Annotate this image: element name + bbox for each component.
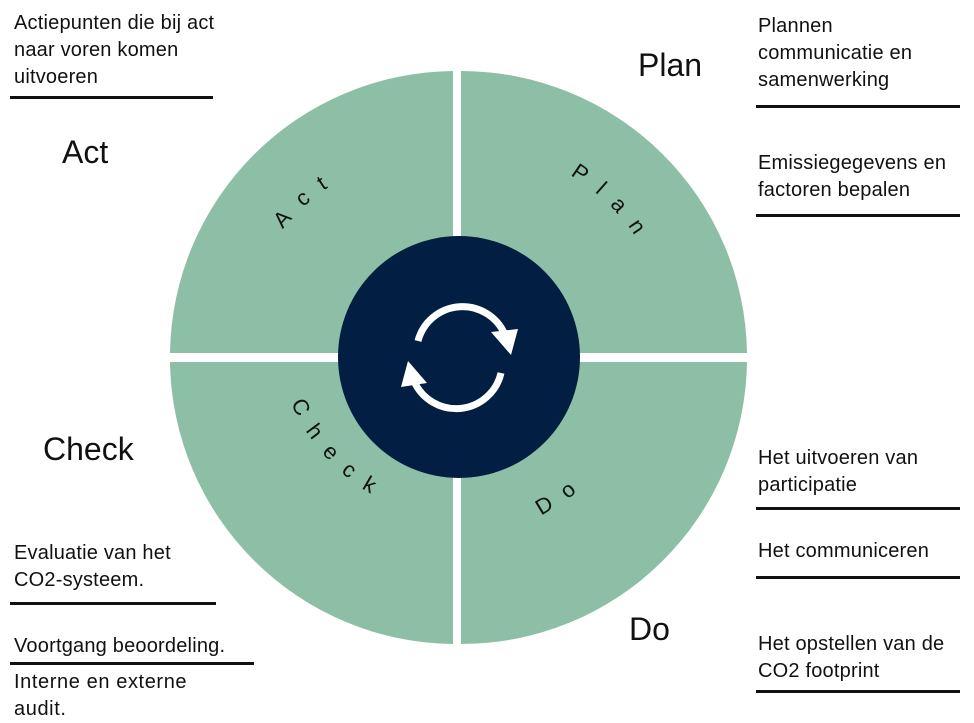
check-note-2-rule <box>10 662 254 665</box>
do-note-1: Het uitvoeren van participatie <box>758 447 919 496</box>
plan-note-1-rule <box>756 105 960 108</box>
plan-note-1: Plannen communicatie en samenwerking <box>758 15 913 91</box>
act-note-1: Actiepunten die bij act naar voren komen… <box>14 12 215 88</box>
do-note-3: Het opstellen van de CO2 footprint <box>758 633 945 682</box>
plan-note-2-rule <box>756 214 960 217</box>
plan-note-2: Emissiegegevens en factoren bepalen <box>758 152 947 201</box>
do-heading: Do <box>629 611 670 647</box>
do-note-2: Het communiceren <box>758 540 930 562</box>
do-note-1-rule <box>756 507 960 510</box>
check-heading: Check <box>43 431 134 467</box>
center-disc <box>338 236 580 478</box>
refresh-cycle-icon <box>401 303 518 413</box>
act-heading: Act <box>62 134 109 170</box>
check-note-1: Evaluatie van het CO2-systeem. <box>14 542 171 591</box>
plan-heading: Plan <box>638 47 703 83</box>
act-note-1-rule <box>10 96 213 99</box>
check-note-2: Voortgang beoordeling. <box>14 635 226 657</box>
check-note-1-rule <box>10 602 216 605</box>
check-note-3: Interne en externe audit. <box>14 671 188 720</box>
do-note-3-rule <box>756 690 960 693</box>
do-note-2-rule <box>756 576 960 579</box>
